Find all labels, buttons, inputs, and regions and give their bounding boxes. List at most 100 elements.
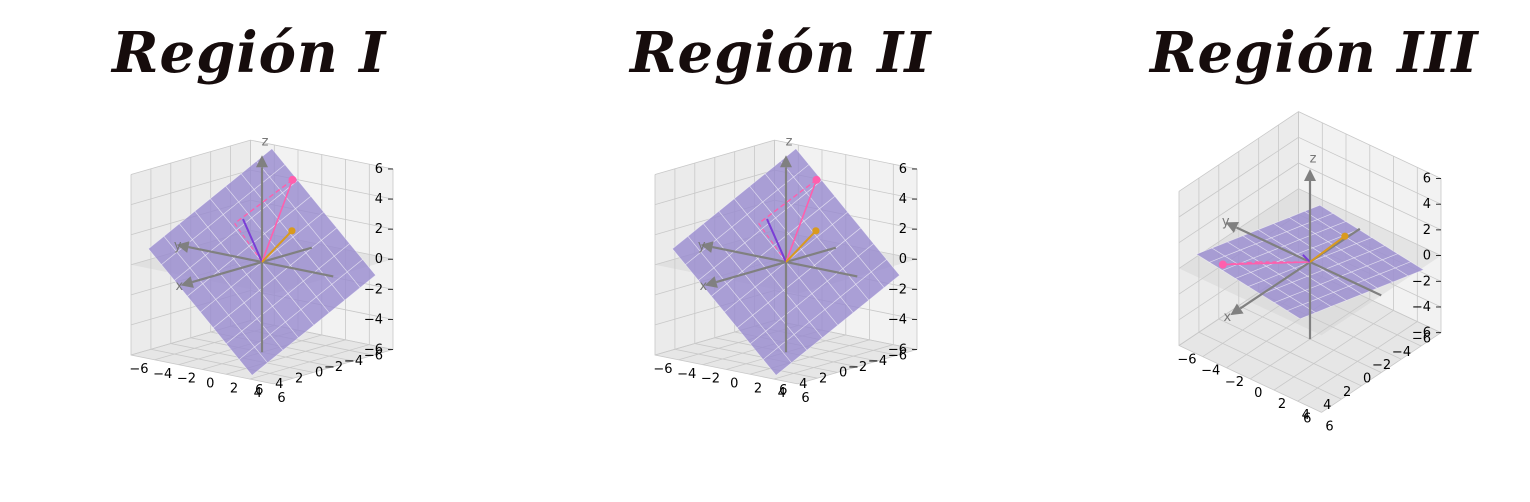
tick-label-z: −2 [364,282,383,297]
tick-label-y: 4 [778,386,786,401]
plane-facet [1195,247,1226,263]
projection-dashed-line-2 [234,223,263,263]
axis-label-x: x [175,279,183,294]
gridline-z [1178,162,1442,244]
tick-label-y: −4 [1201,364,1220,379]
tick-label-x: −2 [1372,358,1391,373]
tick-label-z: 4 [899,192,907,207]
tick-label-x: −6 [888,348,907,363]
tick-label-y: 0 [206,376,214,391]
tick-label-z: 4 [375,192,383,207]
projection-dashed-line-2 [758,223,787,263]
gridline-z [1178,136,1442,218]
z-axis-line-arrowhead [780,155,792,168]
y-axis-line-arrowhead [1225,222,1239,233]
tick-label-x: −4 [1392,345,1411,360]
tick-label-y: −6 [1177,353,1196,368]
tick-label-y: −6 [653,362,672,377]
tick-label-z: 4 [1423,197,1431,212]
tick-label-x: 6 [1303,411,1311,426]
tick-label-y: 6 [277,391,285,406]
tick-label-y: 6 [1325,419,1333,434]
tick-label-x: 4 [1323,398,1331,413]
normal-vector [766,218,787,263]
tick-label-x: −2 [848,360,867,375]
tick-label-z: 6 [1423,171,1431,186]
projection-dashed-line [234,179,293,224]
x-axis-line [715,246,837,284]
plane-facet [147,235,178,266]
tick-label-x: 0 [1363,372,1371,387]
tick-label-z: −6 [1412,326,1431,341]
tick-label-z: 0 [375,252,383,267]
axis-label-y: y [1222,215,1230,230]
secondary-point [288,227,296,235]
tick-label-z: −6 [364,342,383,357]
tick-label-y: −4 [153,367,172,382]
tick-label-z: 6 [375,162,383,177]
axis-label-y: y [698,239,706,254]
projection-line [785,179,818,263]
tick-label-z: 2 [375,222,383,237]
target-point [812,175,821,184]
normal-vector [1302,254,1311,263]
gridline-z [1178,111,1442,192]
x-axis-line-arrowhead [180,276,194,288]
axis-label-z: z [786,135,793,150]
y-axis-line-arrowhead [700,241,714,253]
x-axis-line-arrowhead [704,276,718,288]
plane-facet [671,235,702,266]
tick-label-z: −4 [364,312,383,327]
tick-label-x: 2 [1343,385,1351,400]
secondary-point [812,227,820,235]
tick-label-x: 6 [255,383,263,398]
x-axis-line-arrowhead [1230,303,1244,316]
target-point [1218,260,1227,269]
z-axis-line-arrowhead [256,155,268,168]
gridline-z [1178,188,1442,269]
tick-label-y: 6 [801,391,809,406]
axis-label-x: x [1223,310,1231,325]
projection-line [261,179,294,263]
tick-label-y: −4 [677,367,696,382]
chart-title: Región I [112,20,387,86]
chart-title: Región II [630,20,932,86]
tick-label-z: 2 [899,222,907,237]
tick-label-x: 0 [315,366,323,381]
tick-label-y: 4 [254,386,262,401]
z-axis-line-arrowhead [1304,169,1316,181]
tick-label-x: 4 [799,377,807,392]
tick-label-y: 0 [1254,386,1262,401]
tick-label-z: −2 [888,282,907,297]
secondary-point [1341,232,1349,240]
gridline-z [654,139,918,175]
tick-label-x: 0 [839,366,847,381]
tick-label-z: 2 [1423,223,1431,238]
tick-label-x: 6 [779,383,787,398]
tick-label-x: −4 [868,354,887,369]
tick-label-x: −6 [1412,332,1431,347]
tick-label-x: −6 [364,348,383,363]
tick-label-y: 2 [754,381,762,396]
tick-label-y: 4 [1302,408,1310,423]
tick-label-z: 0 [899,252,907,267]
tick-label-z: 6 [899,162,907,177]
tick-label-y: −2 [177,372,196,387]
chart-title: Región III [1150,20,1479,86]
tick-label-z: −2 [1412,274,1431,289]
tick-label-x: 2 [295,371,303,386]
tick-label-z: −4 [888,312,907,327]
secondary-line [261,230,293,263]
gridline-z [130,139,394,175]
y-axis-line-arrowhead [176,241,190,253]
axis-label-z: z [1310,151,1317,166]
projection-dashed-line [1222,261,1259,266]
tick-label-x: −4 [344,354,363,369]
normal-vector [242,218,263,263]
tick-label-x: 4 [275,377,283,392]
